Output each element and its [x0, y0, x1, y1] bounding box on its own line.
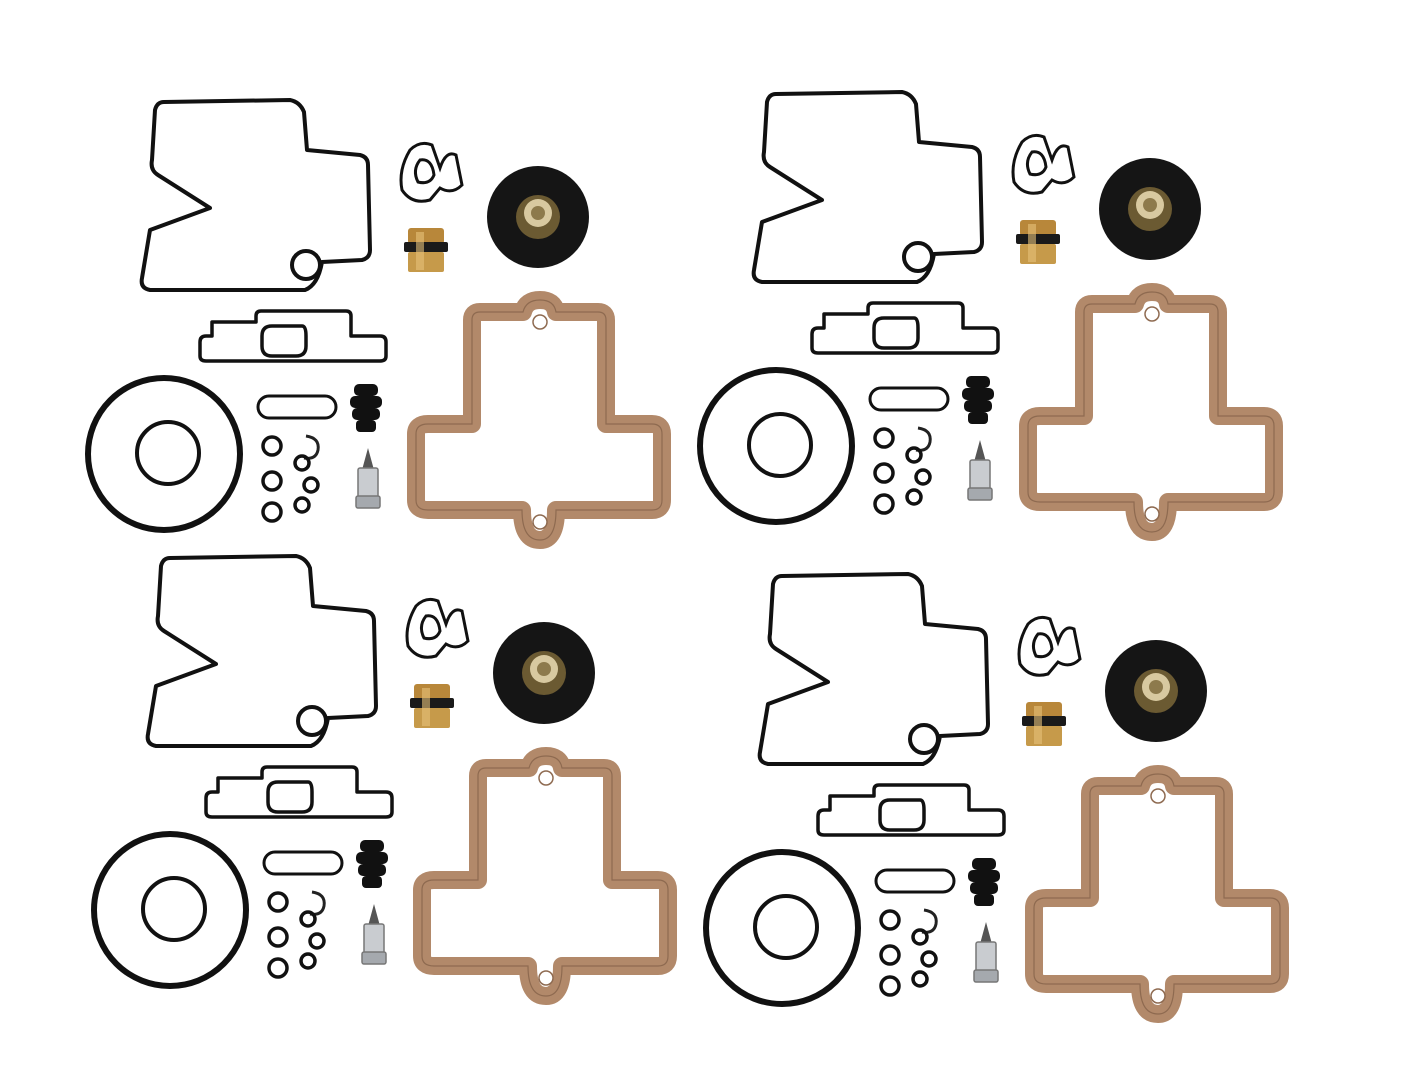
carburetor-rebuild-kit-photo: [79, 83, 1289, 1023]
